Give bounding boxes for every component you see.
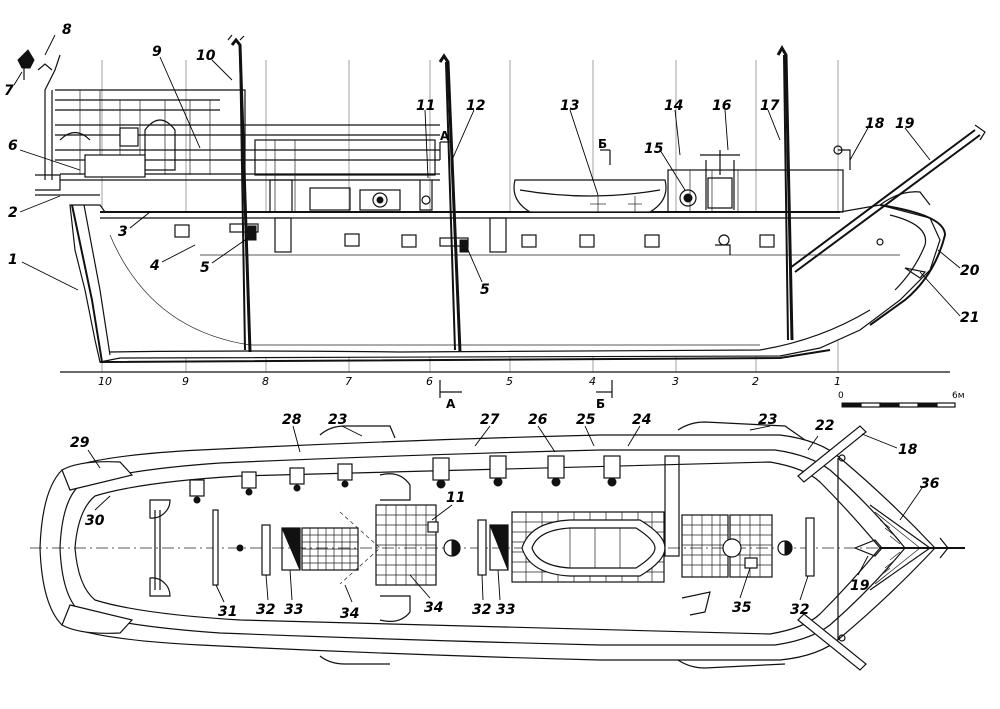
hull-side <box>69 204 941 363</box>
frame-number: 6 <box>426 375 433 388</box>
fore-deck <box>664 425 965 671</box>
keel <box>99 349 831 363</box>
frame-number: 1 <box>834 375 841 388</box>
masts <box>227 34 794 353</box>
callout: 32 <box>790 602 809 618</box>
callout: 32 <box>256 602 275 618</box>
bitts <box>477 519 487 576</box>
section-b-top: Б <box>598 137 607 151</box>
callout: 8 <box>62 22 72 38</box>
stem <box>869 204 947 326</box>
stern-gallery-top <box>61 461 134 491</box>
callout: 29 <box>70 435 90 451</box>
profile-callouts: 1 2 3 4 5 6 7 8 9 10 11 12 13 14 15 16 1… <box>4 22 980 326</box>
callout: 5 <box>200 260 210 276</box>
guns-starboard <box>189 455 621 504</box>
callout: 34 <box>340 606 359 622</box>
callout: 9 <box>152 44 162 60</box>
callout: 33 <box>284 602 303 618</box>
callout: 10 <box>196 48 216 64</box>
frame-number: 7 <box>345 375 352 388</box>
callout: 33 <box>496 602 515 618</box>
callout: 34 <box>424 600 443 616</box>
callout: 13 <box>560 98 579 114</box>
callout: 12 <box>466 98 485 114</box>
plan-callouts: 22 23 24 25 26 27 28 29 30 31 32 33 34 3… <box>70 412 940 622</box>
callout: 22 <box>815 418 834 434</box>
bowsprit <box>789 124 986 273</box>
frame-number: 3 <box>672 375 679 388</box>
frame-number: 4 <box>589 375 596 388</box>
profile-view: А Б А Б 10 9 8 7 6 5 4 3 2 1 <box>4 22 986 411</box>
forecastle <box>667 145 851 255</box>
scale-start: 0 <box>838 391 844 401</box>
ship-boat <box>513 179 667 213</box>
callout: 4 <box>149 258 160 274</box>
callout: 3 <box>118 224 128 240</box>
scale-bar: 0 6м <box>838 391 965 408</box>
callout: 1 <box>8 252 18 268</box>
callout: 32 <box>472 602 491 618</box>
frame-number: 10 <box>98 375 112 388</box>
callout: 23 <box>758 412 777 428</box>
stern-castle <box>17 49 440 196</box>
callout: 18 <box>865 116 885 132</box>
callout: 18 <box>898 442 918 458</box>
bitts <box>805 517 815 577</box>
callout: 11 <box>416 98 435 114</box>
callout: 26 <box>528 412 548 428</box>
frame-number: 2 <box>752 375 759 388</box>
callout: 16 <box>712 98 732 114</box>
callout: 14 <box>664 98 683 114</box>
boat-plan <box>521 519 666 577</box>
callout: 28 <box>282 412 302 428</box>
callout: 17 <box>760 98 780 114</box>
callout: 30 <box>85 513 105 529</box>
callout: 25 <box>576 412 596 428</box>
frame-number: 9 <box>182 375 189 388</box>
plan-view: 22 23 24 25 26 27 28 29 30 31 32 33 34 3… <box>30 412 965 671</box>
callout: 35 <box>732 600 752 616</box>
callout: 6 <box>8 138 18 154</box>
scale-end: 6м <box>952 391 965 401</box>
section-marks: А Б А Б <box>439 129 613 411</box>
callout: 15 <box>644 141 664 157</box>
stern-gallery-bottom <box>61 604 134 634</box>
callout: 19 <box>895 116 915 132</box>
section-b-bottom: Б <box>596 397 605 411</box>
profile-leaders <box>13 34 961 317</box>
bitts <box>261 524 271 576</box>
mast-positions <box>443 538 793 558</box>
gun-ports <box>174 224 775 248</box>
callout: 20 <box>960 263 980 279</box>
keel-inner <box>109 309 871 353</box>
frame-number: 5 <box>506 375 513 388</box>
deck-bar <box>212 509 219 586</box>
companionways <box>149 473 411 622</box>
callout: 31 <box>218 604 237 620</box>
callout: 7 <box>4 83 14 99</box>
stern-post <box>71 204 103 363</box>
callout: 21 <box>960 310 979 326</box>
section-a-top: А <box>440 129 450 143</box>
callout: 24 <box>632 412 651 428</box>
frame-numbers: 10 9 8 7 6 5 4 3 2 1 <box>98 375 841 388</box>
section-a-bottom: А <box>446 397 456 411</box>
callout: 11 <box>446 490 465 506</box>
callout: 36 <box>920 476 940 492</box>
callout: 2 <box>8 205 18 221</box>
callout: 5 <box>480 282 490 298</box>
callout: 19 <box>850 578 870 594</box>
plan-leaders <box>87 425 923 603</box>
mid-structures <box>254 139 507 253</box>
callout: 27 <box>480 412 500 428</box>
frame-number: 8 <box>262 375 269 388</box>
callout: 23 <box>328 412 347 428</box>
